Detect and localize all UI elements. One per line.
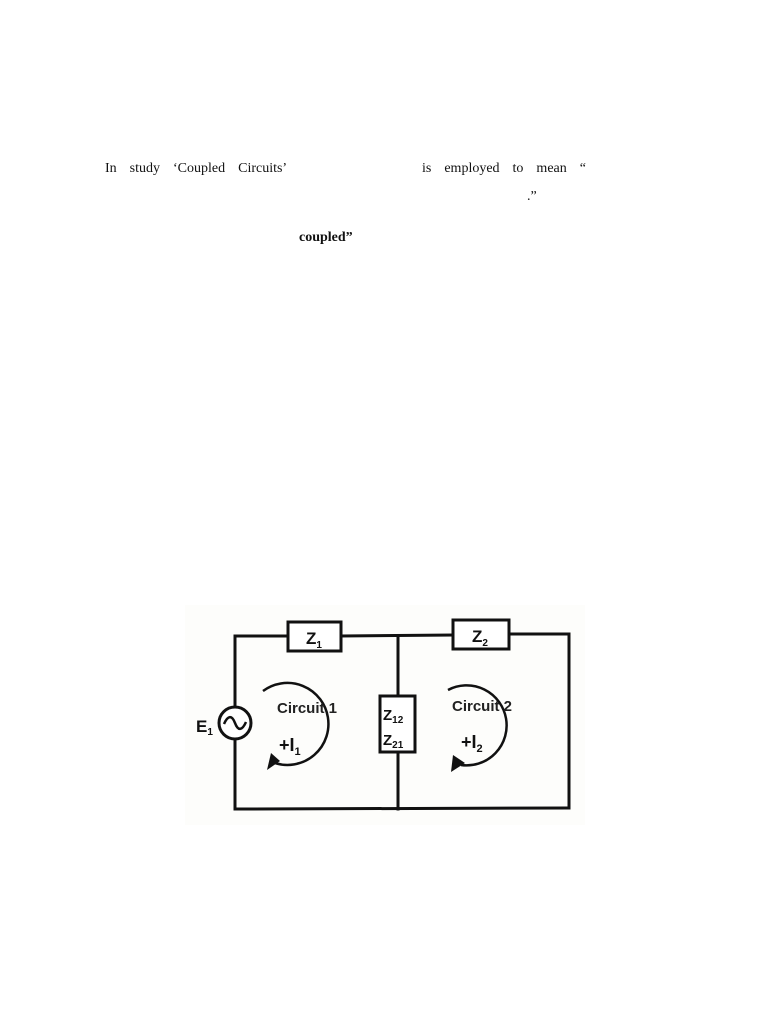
- svg-text:E1: E1: [196, 717, 213, 738]
- ac-source-icon: E1: [196, 705, 253, 741]
- current-i2-label: +I2: [461, 732, 483, 755]
- svg-text:Z1: Z1: [306, 629, 322, 651]
- circuit-2-label: Circuit 2: [452, 698, 512, 715]
- current-i1-label: +I1: [279, 735, 301, 758]
- paragraph-line3-bold: coupled”: [299, 230, 353, 245]
- loop-arrow-circuit-1: [262, 681, 330, 770]
- svg-text:Z21: Z21: [383, 732, 404, 751]
- paragraph-line1-left: In study ‘Coupled Circuits’: [105, 161, 288, 176]
- paragraph-line2-fragment: .”: [527, 189, 537, 204]
- wire-bottom: [233, 806, 571, 811]
- impedance-z1: Z1: [286, 620, 343, 653]
- paragraph-line1-right: is employed to mean “: [422, 161, 586, 176]
- circuit-1-label: Circuit 1: [277, 700, 337, 717]
- loop-arrow-circuit-2: [447, 684, 508, 772]
- mutual-impedance-z12-z21: Z12 Z21: [378, 694, 417, 754]
- impedance-z2: Z2: [451, 618, 511, 651]
- circuit-diagram: Z1 Z2 Z12 Z21 E1: [185, 605, 585, 825]
- svg-text:Z12: Z12: [383, 707, 404, 726]
- svg-text:Z2: Z2: [472, 627, 488, 649]
- coupled-circuit-figure: Z1 Z2 Z12 Z21 E1: [185, 605, 585, 825]
